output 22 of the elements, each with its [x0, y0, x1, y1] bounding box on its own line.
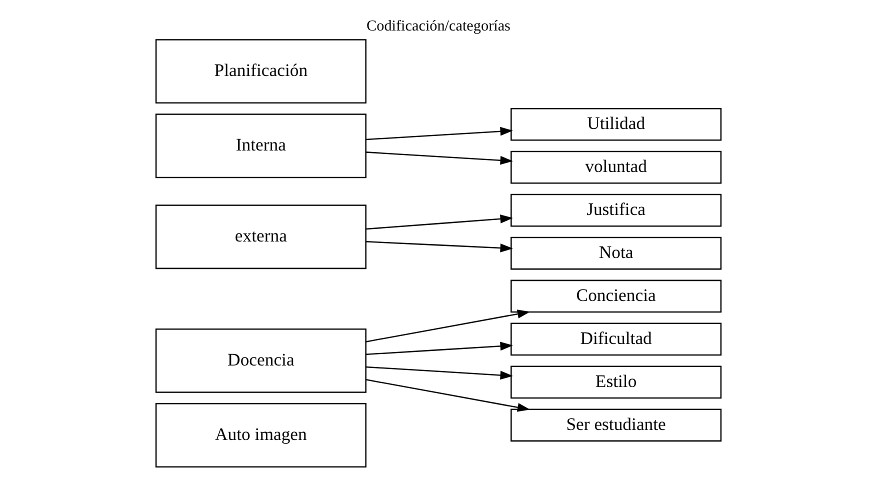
node-box: externa	[155, 204, 366, 270]
arrow	[366, 152, 513, 165]
arrow	[366, 241, 513, 252]
arrow	[366, 126, 513, 140]
node-box: Planificación	[155, 39, 366, 104]
node-box: Dificultad	[510, 322, 722, 356]
node-box: Justifica	[510, 194, 722, 227]
node-box: Conciencia	[510, 280, 722, 313]
node-box: voluntad	[510, 150, 722, 184]
node-box: Interna	[155, 114, 366, 178]
node-box: Ser estudiante	[510, 408, 722, 442]
diagram-title: Codificación/categorías	[366, 17, 510, 34]
arrow	[366, 342, 513, 355]
arrow	[366, 214, 513, 230]
arrow	[366, 366, 513, 380]
arrow	[366, 379, 530, 412]
node-box: Nota	[510, 236, 722, 270]
node-box: Docencia	[155, 328, 366, 393]
node-box: Estilo	[510, 366, 722, 399]
arrow	[366, 310, 530, 342]
node-box: Auto imagen	[155, 403, 366, 468]
node-box: Utilidad	[510, 108, 722, 141]
